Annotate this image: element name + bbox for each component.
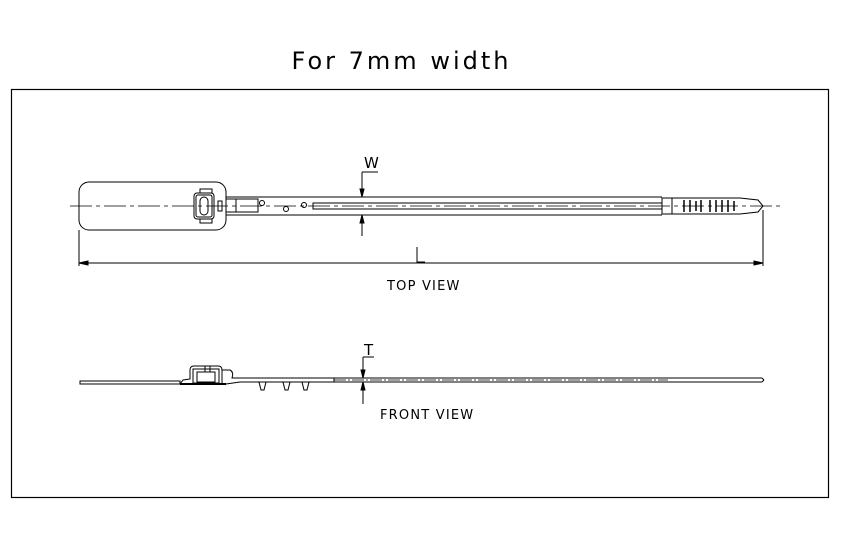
top-view-label: TOP VIEW [386,279,461,294]
locking-head [193,188,223,224]
front-view [79,356,765,404]
drawing-title: For 7mm width [291,47,512,75]
thickness-dimension-label: T [363,341,374,359]
top-view [70,171,780,266]
front-view-label: FRONT VIEW [380,408,474,423]
width-dimension-label: W [364,154,379,172]
drawing-frame [10,88,830,499]
